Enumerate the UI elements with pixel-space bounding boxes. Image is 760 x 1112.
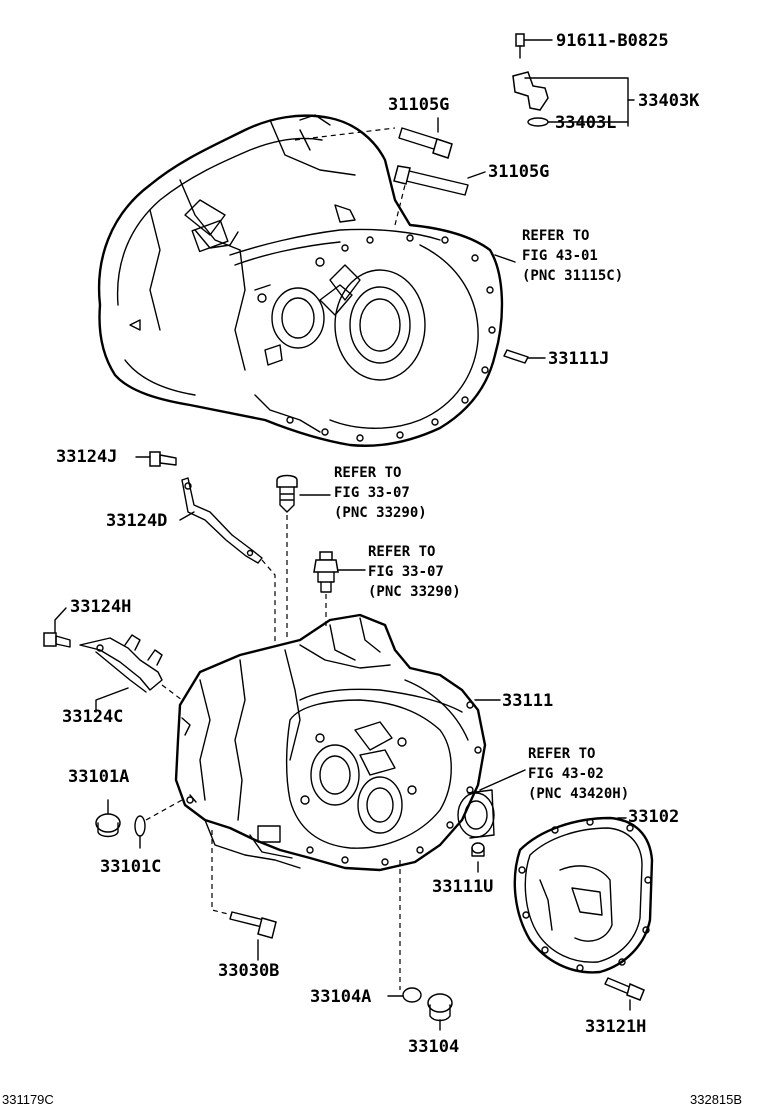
- breather-plug-lower: [313, 551, 339, 593]
- transaxle-case-drawing: [174, 613, 495, 872]
- label-33102: 33102: [628, 807, 679, 827]
- label-33124h: 33124H: [70, 597, 131, 617]
- bolt-31105g-lower: [393, 165, 469, 196]
- plug-33104: [427, 993, 453, 1022]
- ref-3-line3: (PNC 33290): [368, 584, 461, 600]
- gasket-33104a: [402, 987, 422, 1003]
- label-33104: 33104: [408, 1037, 459, 1057]
- ref-1-line1: REFER TO: [522, 228, 589, 244]
- label-31105g-upper: 31105G: [388, 95, 449, 115]
- bolt-31105g-upper: [398, 127, 453, 159]
- ref-1-line2: FIG 43-01: [522, 248, 598, 264]
- label-33111u: 33111U: [432, 877, 493, 897]
- bolt-33121h: [604, 977, 645, 1001]
- speed-sensor-assembly: [512, 33, 549, 127]
- case-cover-33102: [513, 816, 654, 1001]
- bolt-33124j: [149, 451, 177, 467]
- plug-33111u: [471, 842, 485, 857]
- ref-2-line2: FIG 33-07: [334, 485, 410, 501]
- bolt-33030b: [229, 911, 277, 939]
- label-33121h: 33121H: [585, 1017, 646, 1037]
- leader-lines: [54, 39, 635, 1031]
- label-33104a: 33104A: [310, 987, 371, 1007]
- ref-2-line1: REFER TO: [334, 465, 401, 481]
- label-33403k: 33403K: [638, 91, 700, 111]
- plug-33101a: [95, 813, 121, 838]
- ref-4-line2: FIG 43-02: [528, 766, 604, 782]
- ref-3-line1: REFER TO: [368, 544, 435, 560]
- breather-plug-upper: [276, 474, 298, 513]
- bracket-33124d: [181, 477, 263, 564]
- label-33030b: 33030B: [218, 961, 279, 981]
- label-91611-b0825: 91611-B0825: [556, 31, 669, 51]
- bolt-33124h: [43, 632, 71, 648]
- gasket-33101c: [134, 815, 146, 837]
- footer-left-code: 331179C: [2, 1092, 54, 1107]
- label-31105g-lower: 31105G: [488, 162, 549, 182]
- bracket-33124c: [79, 634, 163, 693]
- ref-4-line1: REFER TO: [528, 746, 595, 762]
- transaxle-housing-drawing: [97, 33, 549, 447]
- ref-1-line3: (PNC 31115C): [522, 268, 623, 284]
- label-33111: 33111: [502, 691, 553, 711]
- label-33101a: 33101A: [68, 767, 129, 787]
- ref-3-line2: FIG 33-07: [368, 564, 444, 580]
- pin-33111j: [503, 349, 529, 364]
- label-33124j: 33124J: [56, 447, 117, 467]
- label-33403l: 33403L: [555, 113, 616, 133]
- ref-2-line3: (PNC 33290): [334, 505, 427, 521]
- label-33111j: 33111J: [548, 349, 609, 369]
- label-33101c: 33101C: [100, 857, 161, 877]
- footer-right-code: 332815B: [690, 1092, 742, 1107]
- label-33124d: 33124D: [106, 511, 167, 531]
- ref-4-line3: (PNC 43420H): [528, 786, 629, 802]
- label-33124c: 33124C: [62, 707, 123, 727]
- oil-seal-43420h: [457, 789, 495, 839]
